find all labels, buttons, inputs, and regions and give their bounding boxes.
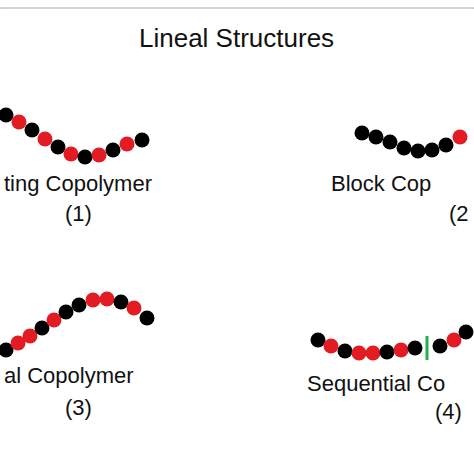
block-chain bbox=[355, 126, 468, 159]
structure-name: Block Cop bbox=[331, 172, 431, 196]
frame bbox=[0, 8, 474, 474]
structure-name: Sequential Co bbox=[307, 372, 445, 396]
callout-number: (3) bbox=[65, 396, 92, 420]
diagram-title: Lineal Structures bbox=[139, 24, 334, 53]
structure-name: al Copolymer bbox=[4, 364, 134, 388]
callout-number: (2 bbox=[449, 202, 469, 226]
callout-number: (1) bbox=[65, 202, 92, 226]
alternating-chain bbox=[0, 108, 150, 165]
sequential-chain bbox=[311, 325, 474, 361]
structure-name: ting Copolymer bbox=[4, 172, 152, 196]
statistical-chain bbox=[0, 292, 155, 358]
sequence-marker bbox=[426, 336, 429, 360]
callout-number: (4) bbox=[435, 400, 462, 424]
